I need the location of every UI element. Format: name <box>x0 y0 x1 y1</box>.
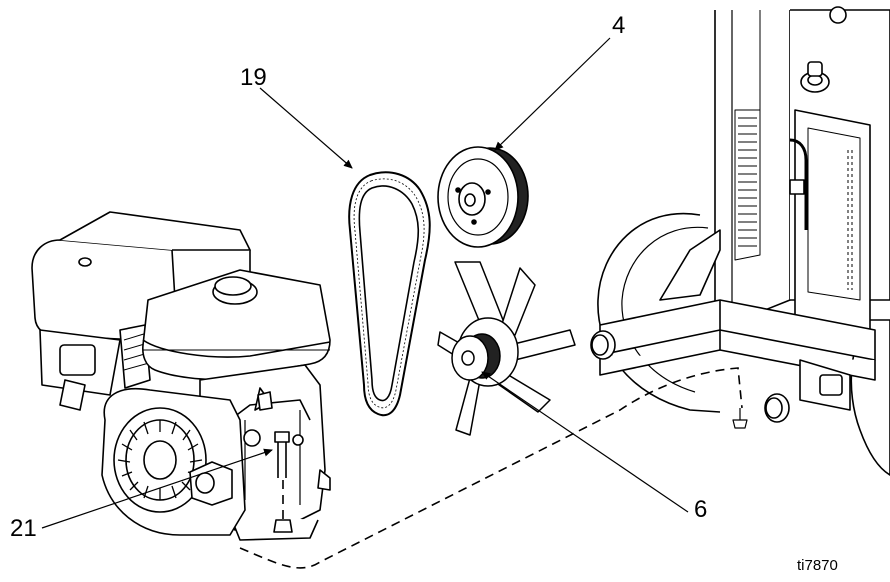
callout-pulley-number: 4 <box>612 12 626 39</box>
drive-belt <box>348 171 431 417</box>
engine <box>31 211 331 541</box>
leader-line-6 <box>481 371 689 513</box>
figure-id: ti7870 <box>797 557 838 574</box>
fan <box>437 261 576 436</box>
tower-vents <box>734 109 761 261</box>
callout-bolt-number: 21 <box>10 515 37 542</box>
leader-line-19 <box>259 87 353 169</box>
leader-line-4 <box>494 37 611 151</box>
leader-line-21 <box>41 448 273 529</box>
pulley <box>437 146 529 248</box>
sprayer-frame <box>590 6 890 476</box>
assembly-dash-line <box>239 367 743 569</box>
callout-fan-number: 6 <box>694 496 708 523</box>
callout-belt-number: 19 <box>240 64 267 91</box>
